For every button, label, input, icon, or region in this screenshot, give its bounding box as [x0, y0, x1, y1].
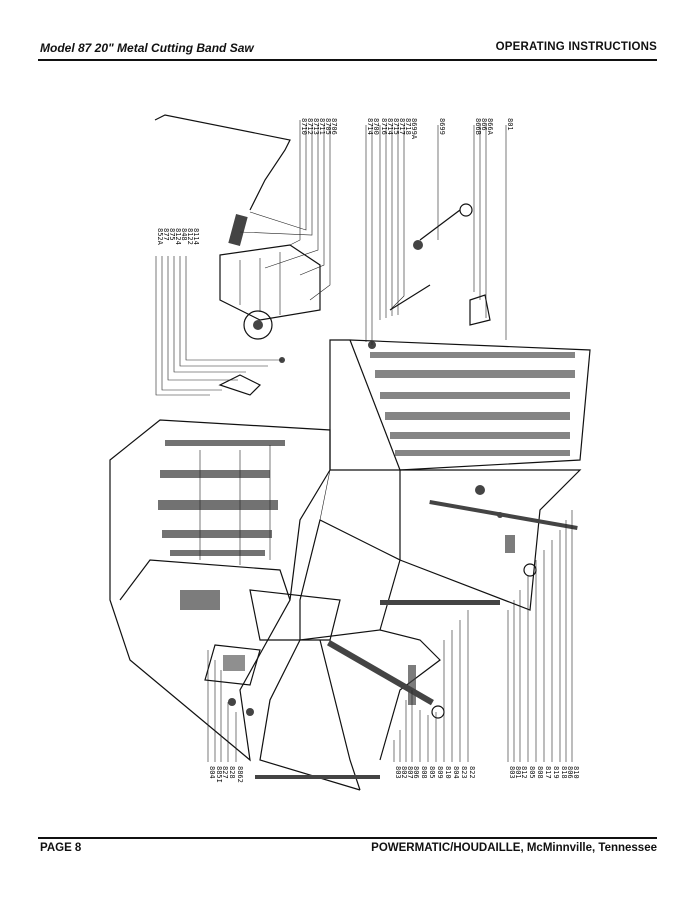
part-number: 848: [180, 228, 188, 241]
part-number: 8712: [306, 118, 314, 135]
part-number: 806: [566, 766, 574, 779]
part-labels-top-right: 8710 8712 8713 8711 8705 8706 8714 8700 …: [300, 118, 514, 140]
part-number: 8717: [398, 118, 406, 135]
part-number: 8714: [386, 118, 394, 135]
part-number: 810: [444, 766, 452, 779]
part-number: 8716: [380, 118, 388, 135]
part-number: 866: [480, 118, 488, 131]
part-number: 8699: [438, 118, 446, 135]
part-number: 8713: [312, 118, 320, 135]
hardware: [218, 203, 537, 719]
section-title: OPERATING INSTRUCTIONS: [495, 41, 657, 53]
part-number: 805: [528, 766, 536, 779]
header-rule: [38, 59, 657, 61]
part-number: 803: [508, 766, 516, 779]
part-number: 8714: [366, 118, 374, 135]
part-number: 804: [452, 766, 460, 779]
part-number: 801: [514, 766, 522, 779]
part-number: 803: [394, 766, 402, 779]
publisher: POWERMATIC/HOUDAILLE, McMinnville, Tenne…: [371, 842, 657, 854]
part-number: 817: [544, 766, 552, 779]
part-number: 8710: [300, 118, 308, 135]
part-number: 827: [221, 766, 229, 779]
part-labels-bottom-right: 803 801 812 805 808 817 819 818 806 810: [508, 766, 580, 779]
part-number: 818: [560, 766, 568, 779]
part-number: 8699A: [410, 118, 418, 140]
part-number: 807: [406, 766, 414, 779]
part-number: 8705: [324, 118, 332, 135]
part-number: 877: [162, 228, 170, 241]
part-number: 8718: [404, 118, 412, 135]
leader-lines: [155, 120, 573, 762]
footer-rule: [38, 837, 657, 839]
part-number: 8124: [174, 228, 182, 245]
part-number: 809: [436, 766, 444, 779]
part-labels-top-left: 852A 877 875 8124 848 8122 8114: [156, 228, 200, 246]
document-title: Model 87 20" Metal Cutting Band Saw: [40, 41, 254, 55]
part-number: 802: [400, 766, 408, 779]
part-number: 801: [506, 118, 514, 131]
part-number: 8700: [372, 118, 380, 135]
part-number: 866B: [474, 118, 482, 135]
part-number: 8706: [330, 118, 338, 135]
part-number: 819: [552, 766, 560, 779]
part-labels-bottom-left: 804 885I 827 828 8862: [208, 766, 244, 783]
part-number: 8114: [192, 228, 200, 245]
saw-body: [109, 339, 591, 791]
part-number: 812: [520, 766, 528, 779]
part-number: 822: [468, 766, 476, 779]
part-number: 805: [428, 766, 436, 779]
part-number: 8715: [392, 118, 400, 135]
motor-assembly: [154, 114, 321, 340]
part-number: 806: [412, 766, 420, 779]
part-number: 8862: [236, 766, 244, 783]
part-number: 828: [228, 766, 236, 779]
page-number: PAGE 8: [40, 842, 82, 854]
part-number: 804: [208, 766, 216, 779]
part-number: 810: [572, 766, 580, 779]
part-number: 8122: [186, 228, 194, 245]
part-number: 8711: [318, 118, 326, 135]
part-number: 808: [536, 766, 544, 779]
part-number: 808: [420, 766, 428, 779]
part-number: 885I: [215, 766, 223, 783]
part-number: 875: [168, 228, 176, 241]
part-number: 852A: [156, 228, 164, 246]
part-number: 866A: [486, 118, 494, 136]
part-number: 823: [460, 766, 468, 779]
part-labels-bottom-mid: 803 802 807 806 808 805 809 810 804 823 …: [394, 766, 476, 779]
